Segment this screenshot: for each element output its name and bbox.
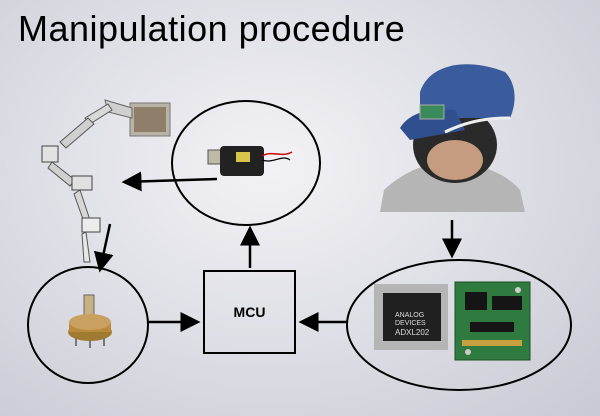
accelerometer-chip-photo: ANALOG DEVICES ADXL202 [374, 284, 448, 350]
arrow-motor-to-arm [121, 171, 218, 192]
head-with-cap-photo [380, 64, 525, 212]
arrow-arm-to-pot [93, 223, 114, 273]
potentiometer-ellipse [27, 266, 149, 384]
page-title: Manipulation procedure [18, 8, 406, 49]
chip-brand-line2: DEVICES [395, 320, 426, 327]
mcu-label: MCU [233, 304, 266, 320]
chip-part-number: ADXL202 [395, 328, 430, 337]
circuit-board-photo [454, 281, 531, 361]
sensor-ellipse [346, 259, 572, 391]
mcu-box: MCU [203, 270, 296, 354]
motor-photo [207, 146, 293, 176]
motor-ellipse [171, 100, 321, 226]
chip-brand-line1: ANALOG [395, 312, 424, 319]
potentiometer-photo [68, 294, 112, 348]
robot-arm-photo [41, 99, 171, 263]
